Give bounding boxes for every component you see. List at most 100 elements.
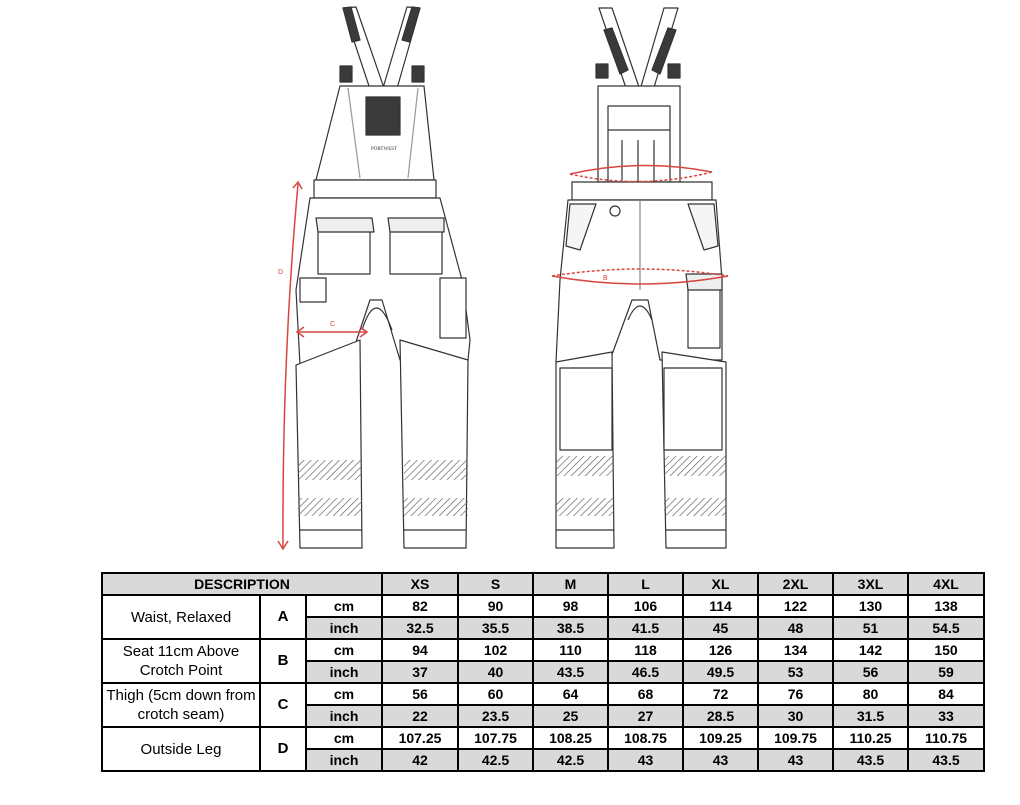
- size-header-cell: XL: [682, 572, 759, 596]
- measurement-value: 110.25: [832, 726, 909, 750]
- measurement-value: 122: [757, 594, 834, 618]
- unit-label: inch: [305, 660, 383, 684]
- measurement-value: 35.5: [457, 616, 534, 640]
- measurement-value: 114: [682, 594, 759, 618]
- measurement-value: 102: [457, 638, 534, 662]
- measurement-value: 43: [607, 748, 684, 772]
- measurement-value: 76: [757, 682, 834, 706]
- measurement-value: 84: [907, 682, 985, 706]
- unit-label: cm: [305, 594, 383, 618]
- measurement-value: 98: [532, 594, 609, 618]
- measurement-value: 43: [757, 748, 834, 772]
- size-header-cell: S: [457, 572, 534, 596]
- unit-label: inch: [305, 616, 383, 640]
- size-header-cell: 2XL: [757, 572, 834, 596]
- measurement-value: 130: [832, 594, 909, 618]
- measurement-value: 109.75: [757, 726, 834, 750]
- measurement-value: 43: [682, 748, 759, 772]
- measurement-value: 56: [832, 660, 909, 684]
- unit-label: cm: [305, 682, 383, 706]
- measurement-value: 23.5: [457, 704, 534, 728]
- measurement-value: 110: [532, 638, 609, 662]
- front-view-reflective-bands: [556, 456, 726, 516]
- brand-label: PORTWEST: [371, 147, 397, 152]
- measurement-value: 32.5: [381, 616, 459, 640]
- measurement-value: 72: [682, 682, 759, 706]
- measurement-value: 30: [757, 704, 834, 728]
- size-header-row: DESCRIPTION XS S M L XL 2XL 3XL 4XL: [101, 572, 985, 596]
- back-view-reflective-bands: [298, 460, 468, 516]
- measure-a-waist: [569, 164, 713, 183]
- back-strap-right-dark: [401, 6, 421, 43]
- measurement-value: 56: [381, 682, 459, 706]
- measurement-value: 31.5: [832, 704, 909, 728]
- size-header-cell: XS: [381, 572, 459, 596]
- front-strap-right-dark: [651, 27, 677, 75]
- measure-d-outside-leg: [277, 180, 303, 551]
- measurement-value: 109.25: [682, 726, 759, 750]
- unit-label: cm: [305, 726, 383, 750]
- measurement-value: 82: [381, 594, 459, 618]
- measurement-description: Waist, Relaxed: [101, 594, 261, 640]
- back-strap-left-dark: [342, 6, 361, 43]
- measurement-value: 46.5: [607, 660, 684, 684]
- back-view-garment: [295, 6, 471, 549]
- measurement-value: 38.5: [532, 616, 609, 640]
- measurement-value: 108.25: [532, 726, 609, 750]
- bib-pocket: [607, 105, 671, 183]
- front-strap-left-dark: [603, 27, 629, 75]
- measurement-value: 142: [832, 638, 909, 662]
- measurement-description: Seat 11cm Above Crotch Point: [101, 638, 261, 684]
- measurement-value: 108.75: [607, 726, 684, 750]
- measurement-value: 53: [757, 660, 834, 684]
- unit-label: inch: [305, 748, 383, 772]
- measurement-value: 60: [457, 682, 534, 706]
- measure-b-seat: [551, 268, 729, 285]
- description-header: DESCRIPTION: [101, 572, 383, 596]
- measurement-value: 42: [381, 748, 459, 772]
- measurement-value: 110.75: [907, 726, 985, 750]
- measurement-value: 134: [757, 638, 834, 662]
- measurement-value: 118: [607, 638, 684, 662]
- measurement-value: 22: [381, 704, 459, 728]
- measurement-value: 25: [532, 704, 609, 728]
- measurement-letter: D: [259, 726, 307, 772]
- measurement-value: 150: [907, 638, 985, 662]
- measurement-value: 64: [532, 682, 609, 706]
- measurement-value: 106: [607, 594, 684, 618]
- measurement-value: 27: [607, 704, 684, 728]
- measurement-value: 51: [832, 616, 909, 640]
- measurement-value: 43.5: [832, 748, 909, 772]
- unit-label: cm: [305, 638, 383, 662]
- measurement-value: 126: [682, 638, 759, 662]
- bib-overall-technical-drawing: PORTWEST D C: [277, 6, 729, 551]
- measurement-value: 68: [607, 682, 684, 706]
- measurement-description: Outside Leg: [101, 726, 261, 772]
- measurement-value: 94: [381, 638, 459, 662]
- back-elastic-panel: [365, 96, 401, 136]
- measurement-value: 42.5: [532, 748, 609, 772]
- size-header-cell: 4XL: [907, 572, 985, 596]
- measure-b-label: B: [603, 275, 608, 282]
- measurement-value: 28.5: [682, 704, 759, 728]
- measure-c-thigh: [295, 326, 369, 338]
- measurement-value: 90: [457, 594, 534, 618]
- measurement-value: 138: [907, 594, 985, 618]
- measurement-letter: B: [259, 638, 307, 684]
- measurement-value: 54.5: [907, 616, 985, 640]
- measurement-letter: C: [259, 682, 307, 728]
- measurement-value: 107.75: [457, 726, 534, 750]
- measure-d-label: D: [278, 269, 283, 276]
- measurement-value: 45: [682, 616, 759, 640]
- measurement-value: 43.5: [532, 660, 609, 684]
- measurement-letter: A: [259, 594, 307, 640]
- measurement-value: 59: [907, 660, 985, 684]
- measurement-value: 41.5: [607, 616, 684, 640]
